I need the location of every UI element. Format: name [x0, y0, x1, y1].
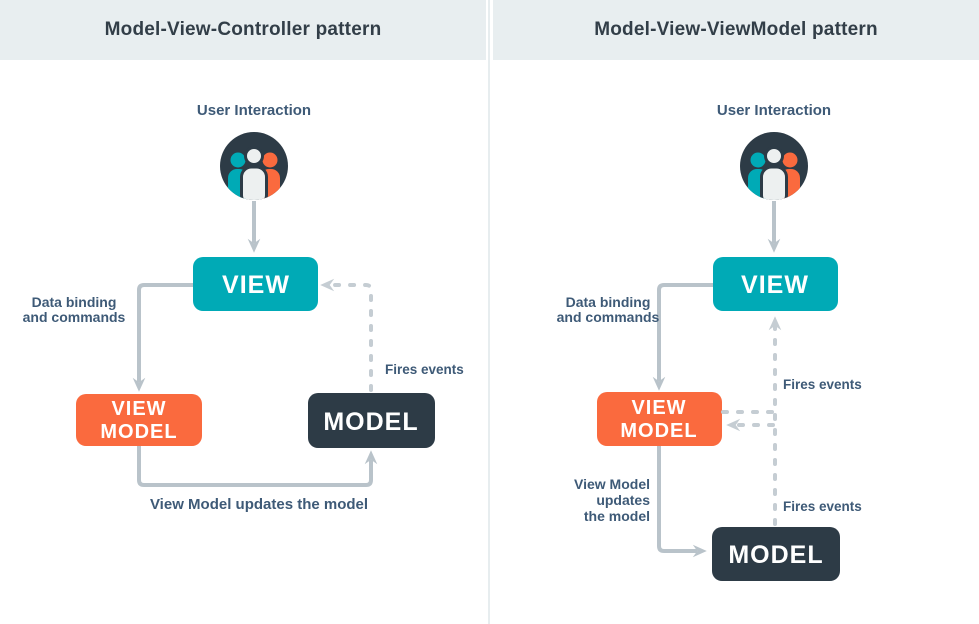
viewmodel-updates-label-line3: the model: [584, 508, 650, 524]
right-panel-header: Model-View-ViewModel pattern: [493, 0, 979, 60]
view-model-box-label-line2: MODEL: [100, 421, 177, 443]
panel-divider: [488, 0, 490, 624]
mvvm-diagram: User Interaction VIEW Data binding and c…: [557, 102, 862, 581]
fires-events-top-label: Fires events: [783, 377, 862, 392]
model-box: [712, 527, 840, 581]
right-panel-title: Model-View-ViewModel pattern: [594, 19, 878, 40]
data-binding-label-line1: Data binding: [32, 294, 117, 310]
viewmodel-updates-model-label: View Model updates the model: [150, 496, 368, 513]
data-binding-label-line2: and commands: [23, 309, 126, 325]
left-panel-header: Model-View-Controller pattern: [0, 0, 486, 60]
dashed-arrow-model-fires-events-to-view: [320, 278, 373, 392]
data-binding-label-line1: Data binding: [566, 294, 651, 310]
view-model-box-label-line2: MODEL: [620, 420, 697, 442]
viewmodel-updates-label-line1: View Model: [574, 476, 650, 492]
fires-events-label: Fires events: [385, 362, 464, 377]
view-model-box: [597, 392, 722, 446]
viewmodel-updates-label-line2: updates: [596, 492, 650, 508]
arrow-view-to-viewmodel: [132, 283, 193, 392]
model-box-label: MODEL: [728, 541, 823, 569]
user-interaction-label: User Interaction: [717, 102, 831, 119]
view-model-box: [76, 394, 202, 446]
view-box-label: VIEW: [222, 271, 290, 299]
mvc-diagram: User Interaction VIEW Data binding and c…: [23, 102, 464, 513]
left-panel-title: Model-View-Controller pattern: [104, 19, 382, 40]
user-group-icon: [740, 132, 808, 200]
fires-events-bottom-label: Fires events: [783, 499, 862, 514]
arrow-view-to-viewmodel: [652, 283, 713, 391]
model-box: [308, 393, 435, 448]
arrow-viewmodel-updates-model: [137, 446, 378, 487]
arrow-viewmodel-updates-model: [657, 446, 707, 558]
view-model-box-label-line1: VIEW: [631, 397, 686, 419]
view-box: [193, 257, 318, 311]
data-binding-label-line2: and commands: [557, 309, 660, 325]
view-box-label: VIEW: [741, 271, 809, 299]
user-group-icon: [220, 132, 288, 200]
view-model-box-label-line1: VIEW: [111, 398, 166, 420]
user-interaction-label: User Interaction: [197, 102, 311, 119]
model-box-label: MODEL: [323, 408, 418, 436]
view-box: [713, 257, 838, 311]
